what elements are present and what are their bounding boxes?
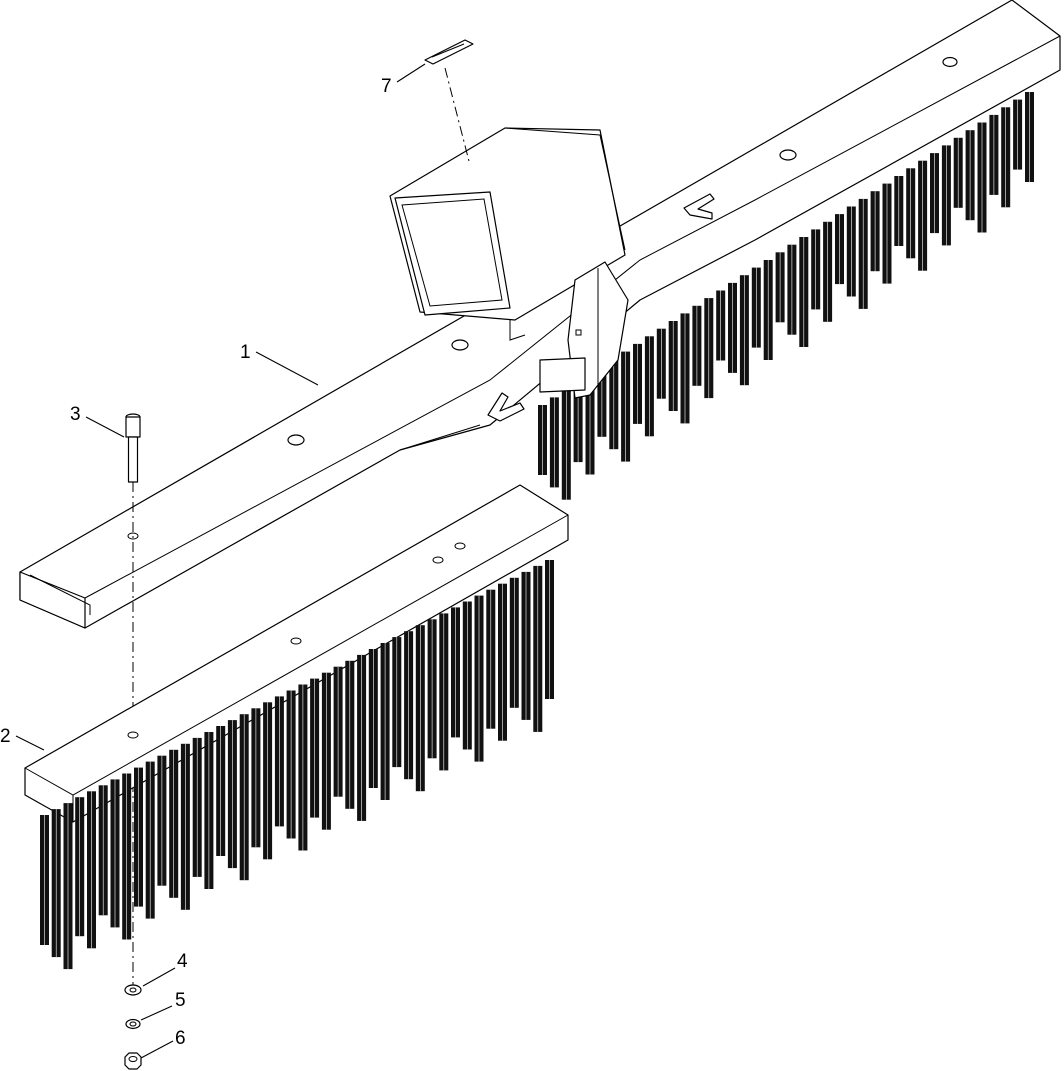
clamp-plate [539, 261, 629, 399]
callout-3: 3 [70, 404, 125, 438]
svg-text:7: 7 [381, 76, 392, 97]
part-6-nut [124, 1052, 142, 1070]
part-7-decal [424, 39, 474, 65]
part-5-lock-washer [125, 1018, 141, 1030]
upper-brush-bristles [538, 92, 1034, 500]
decal-center-line [444, 67, 471, 166]
svg-text:5: 5 [175, 990, 186, 1011]
callout-5: 5 [140, 990, 186, 1021]
part-2-brush-body [24, 484, 569, 823]
callout-6: 6 [140, 1028, 186, 1059]
callout-7: 7 [381, 63, 426, 97]
part-3-bolt [125, 413, 141, 483]
part-1-mounting-channel [19, 0, 1061, 629]
channel-bolt-heads [287, 56, 958, 446]
svg-text:6: 6 [175, 1028, 186, 1049]
callout-4: 4 [142, 951, 188, 987]
part-4-flat-washer [124, 984, 142, 996]
hook-bracket-right [683, 193, 715, 220]
callout-2: 2 [0, 726, 45, 751]
svg-text:2: 2 [0, 726, 11, 747]
svg-text:4: 4 [177, 951, 188, 972]
svg-text:3: 3 [70, 404, 81, 425]
hook-bracket-left [487, 392, 525, 422]
svg-text:1: 1 [240, 342, 251, 363]
callout-1: 1 [240, 342, 319, 386]
lower-brush-bristles [40, 560, 554, 970]
hitch-box [389, 127, 626, 341]
